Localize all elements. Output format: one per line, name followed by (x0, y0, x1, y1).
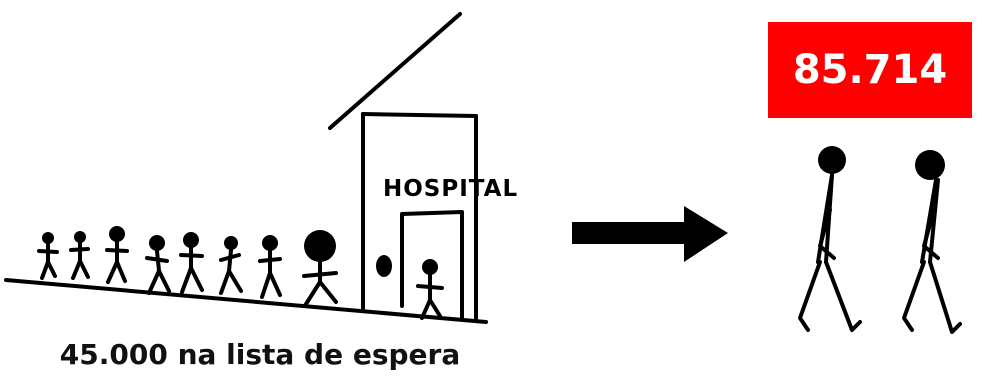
stick-figure-icon (258, 235, 282, 299)
stick-figure-icon (145, 235, 171, 295)
stick-figure-icon (219, 236, 243, 295)
discharged-counter: 85.714 (768, 22, 972, 118)
stick-figure-icon (37, 232, 59, 280)
stick-figure-icon (416, 259, 444, 320)
hospital-building-icon (328, 12, 478, 320)
stick-figure-icon (302, 230, 338, 306)
waiting-list-caption: 45.000 na lista de espera (59, 338, 461, 371)
ground-line (4, 278, 488, 324)
right-arrow-icon (572, 206, 728, 262)
stick-figure-icon (798, 146, 862, 332)
hospital-sign: HOSPITAL (383, 176, 519, 202)
stick-figure-icon (105, 226, 129, 284)
stick-figure-icon (179, 232, 204, 294)
stick-figure-icon (902, 150, 962, 334)
waiting-queue (37, 226, 338, 306)
stick-figure-icon (69, 231, 90, 280)
